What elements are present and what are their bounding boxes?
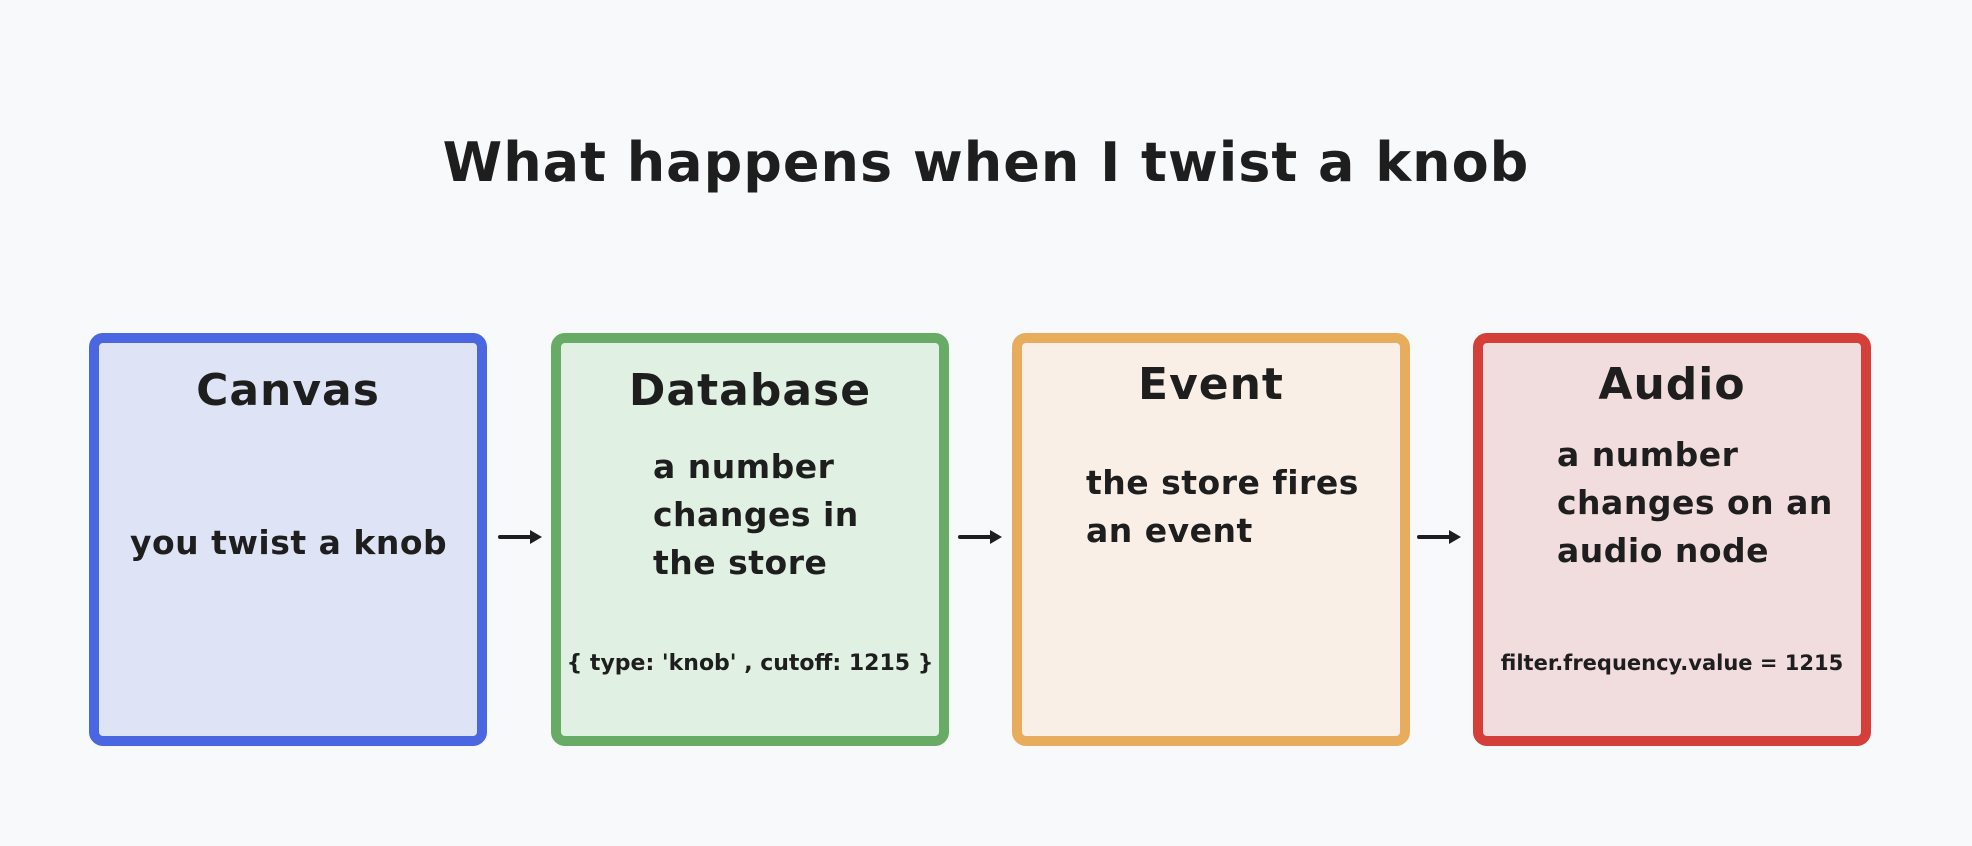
audio-body-line: a number — [1557, 435, 1739, 474]
database-box-body: a number changes in the store — [653, 443, 859, 587]
event-box-title: Event — [1138, 359, 1284, 410]
audio-body-line: changes on an — [1557, 483, 1833, 522]
arrow-event-to-audio — [1417, 530, 1461, 544]
database-box-title: Database — [628, 365, 872, 416]
database-body-line: the store — [653, 543, 828, 582]
database-code-snippet: { type: 'knob' , cutoff: 1215 } — [566, 651, 934, 676]
audio-body-line: audio node — [1557, 531, 1770, 570]
database-body-line: changes in — [653, 495, 859, 534]
audio-box-title: Audio — [1598, 359, 1746, 410]
audio-box: Audio a number changes on an audio node … — [1473, 333, 1871, 746]
database-box: Database a number changes in the store {… — [551, 333, 949, 746]
audio-box-body: a number changes on an audio node — [1557, 431, 1833, 575]
diagram-title: What happens when I twist a knob — [442, 131, 1530, 194]
arrow-database-to-event — [958, 530, 1002, 544]
canvas-box-body: you twist a knob — [130, 519, 447, 567]
event-box-body: the store fires an event — [1086, 459, 1359, 555]
event-body-line: an event — [1086, 511, 1253, 550]
canvas-box-title: Canvas — [196, 365, 380, 416]
audio-code-snippet: filter.frequency.value = 1215 — [1500, 651, 1844, 675]
event-body-line: the store fires — [1086, 463, 1359, 502]
arrow-canvas-to-database — [498, 530, 542, 544]
canvas-box: Canvas you twist a knob — [89, 333, 487, 746]
database-body-line: a number — [653, 447, 835, 486]
canvas-body-line: you twist a knob — [130, 523, 448, 562]
event-box: Event the store fires an event — [1012, 333, 1410, 746]
